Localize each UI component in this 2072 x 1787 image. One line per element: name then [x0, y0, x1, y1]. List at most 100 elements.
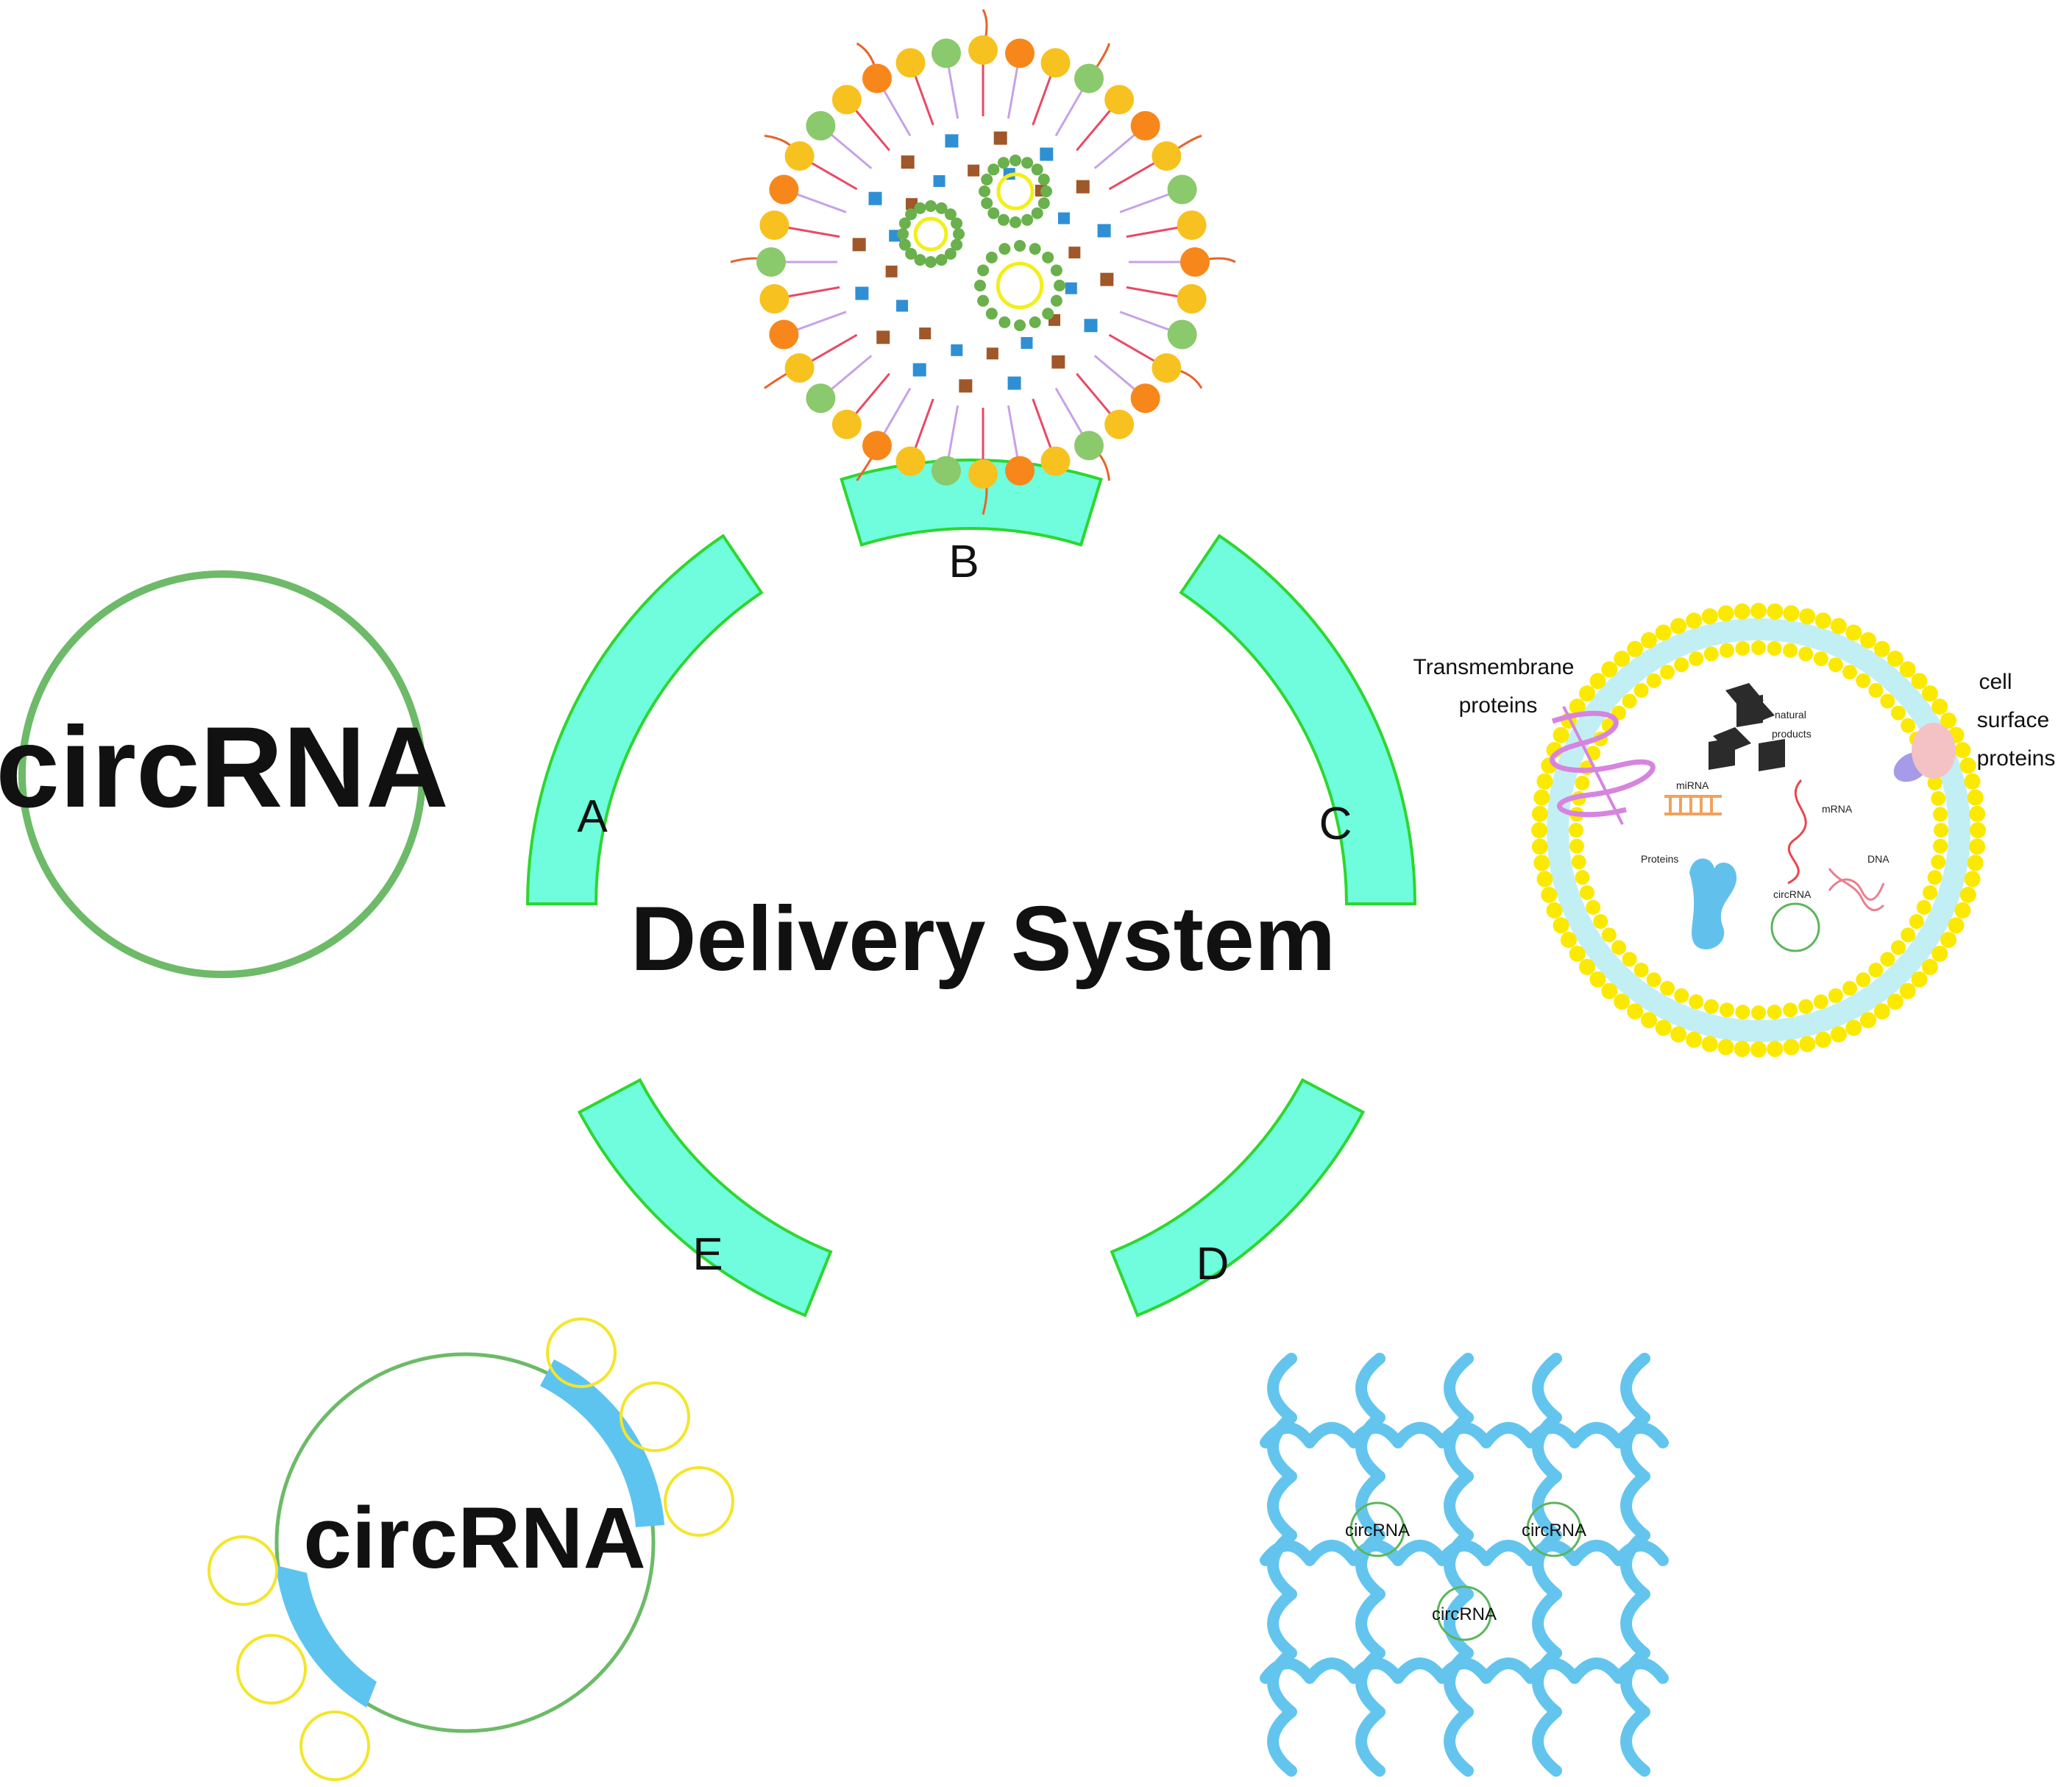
- micelle-head: [1021, 157, 1034, 169]
- lipid-head: [759, 210, 790, 240]
- inner-lipid-head: [1569, 838, 1584, 854]
- outer-lipid-head: [1860, 631, 1876, 648]
- inner-lipid-head: [1719, 643, 1734, 658]
- micelle-head: [951, 238, 963, 251]
- micelle-head: [1054, 280, 1065, 291]
- hydrogel-circrna-3: circRNA: [1432, 1585, 1497, 1641]
- micelle-head: [914, 202, 926, 214]
- outer-lipid-head: [1799, 1036, 1816, 1052]
- micelle-head: [1010, 216, 1021, 228]
- micelle-core: [996, 261, 1044, 310]
- inner-lipid-head: [1927, 775, 1942, 790]
- conjugate-e: circRNA: [207, 1317, 734, 1781]
- micelle-head: [998, 243, 1011, 255]
- inner-lipid-head: [1856, 673, 1871, 688]
- inner-lipid-head: [1569, 823, 1583, 838]
- outer-lipid-head: [1686, 1031, 1703, 1048]
- drug-molecule: [1076, 180, 1090, 194]
- cargo-natural-label-2: products: [1772, 728, 1812, 740]
- hydrogel-fiber-horizontal: [1260, 1422, 1669, 1448]
- outer-lipid-head: [1750, 1041, 1767, 1058]
- micelle-head: [981, 173, 993, 185]
- ligand-circle: [236, 1634, 307, 1705]
- segment-d: [1110, 1077, 1366, 1317]
- conjugate-band-upper: [540, 1359, 664, 1527]
- inner-lipid-head: [1934, 823, 1948, 838]
- segment-e: [577, 1077, 833, 1317]
- outer-lipid-head: [1750, 603, 1767, 619]
- segment-label-b: B: [948, 537, 979, 587]
- drug-molecule: [919, 328, 932, 340]
- inner-lipid-head: [1813, 651, 1828, 666]
- segment-c: [1179, 534, 1417, 905]
- outer-lipid-head: [1614, 651, 1631, 668]
- micelle-head: [925, 256, 937, 268]
- drug-molecule: [959, 379, 973, 393]
- inner-lipid-head: [1868, 962, 1884, 977]
- outer-lipid-head: [1931, 945, 1948, 962]
- outer-lipid-head: [1911, 971, 1928, 988]
- surface-label-2: surface: [1977, 708, 2049, 732]
- micelle-head: [1014, 240, 1026, 252]
- outer-lipid-head: [1860, 1012, 1876, 1029]
- inner-lipid-head: [1828, 657, 1843, 673]
- dna-icon: [1828, 868, 1885, 912]
- outer-lipid-head: [1531, 805, 1548, 822]
- lipid-head: [1040, 446, 1071, 476]
- inner-lipid-head: [1927, 870, 1942, 885]
- micelle-head: [1037, 173, 1050, 185]
- mirna-icon: [1664, 795, 1722, 815]
- lipid-head: [784, 353, 815, 383]
- surface-label-3: proteins: [1977, 746, 2056, 771]
- outer-lipid-head: [1921, 958, 1938, 975]
- inner-lipid-head: [1783, 1002, 1798, 1018]
- drug-molecule: [868, 191, 882, 205]
- inner-lipid-head: [1916, 899, 1931, 915]
- micelle-head: [987, 207, 1000, 219]
- cargo-circrna-label: circRNA: [1773, 888, 1812, 900]
- lipid-head: [862, 63, 892, 93]
- drug-molecule: [986, 347, 998, 360]
- drug-molecule: [1040, 147, 1054, 161]
- micelle-head: [1010, 155, 1021, 166]
- outer-lipid-head: [1967, 854, 1984, 871]
- drug-molecule: [1051, 355, 1065, 369]
- hydrogel-mesh: [1260, 1353, 1669, 1777]
- outer-lipid-head: [1954, 902, 1971, 919]
- lipid-head: [1005, 38, 1035, 68]
- segment-label-c: C: [1319, 799, 1352, 849]
- drug-molecule: [933, 175, 945, 188]
- conjugate-ligands: [207, 1317, 734, 1781]
- inner-lipid-head: [1646, 972, 1661, 988]
- outer-lipid-head: [1589, 673, 1606, 690]
- outer-lipid-head: [1531, 822, 1547, 838]
- lipid-head: [862, 431, 892, 461]
- inner-lipid-head: [1586, 899, 1601, 915]
- outer-lipid-head: [1560, 932, 1577, 948]
- outer-lipid-head: [1921, 685, 1938, 702]
- outer-lipid-head: [1887, 993, 1904, 1010]
- outer-lipid-head: [1911, 673, 1928, 690]
- micelle-head: [905, 208, 918, 221]
- inner-lipid-head: [1868, 683, 1884, 698]
- lipid-head: [769, 319, 799, 350]
- natural-products-icon: [1709, 683, 1785, 771]
- hydrogel-circrna-label-3: circRNA: [1432, 1604, 1497, 1624]
- exosome-membrane: [1531, 603, 1986, 1058]
- center-title: Delivery System: [631, 888, 1335, 990]
- outer-lipid-head: [1655, 624, 1672, 641]
- inner-lipid-head: [1751, 640, 1766, 655]
- outer-lipid-head: [1959, 886, 1976, 903]
- micelle-head: [925, 200, 937, 212]
- micelle-head: [898, 238, 911, 251]
- outer-lipid-head: [1601, 983, 1618, 999]
- outer-lipid-head: [1931, 698, 1948, 715]
- drug-molecule: [1097, 224, 1111, 238]
- outer-lipid-head: [1845, 624, 1862, 641]
- outer-lipid-head: [1701, 608, 1718, 625]
- protein-icon: [1689, 858, 1737, 949]
- cargo-mirna-label: miRNA: [1676, 779, 1709, 791]
- lipid-head: [968, 35, 998, 65]
- outer-lipid-head: [1717, 605, 1734, 622]
- hydrogel-circrna-1: circRNA: [1345, 1501, 1410, 1557]
